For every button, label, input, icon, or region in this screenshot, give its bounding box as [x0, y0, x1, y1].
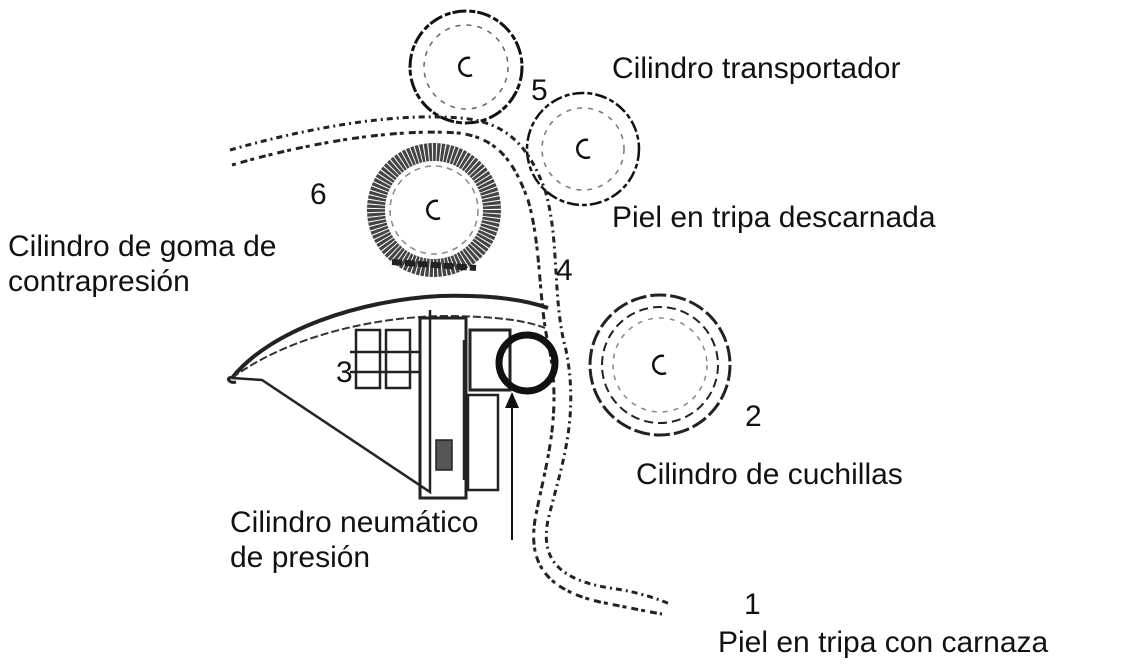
- number-5: 5: [531, 74, 548, 109]
- number-3: 3: [336, 356, 353, 391]
- number-4: 4: [556, 254, 573, 289]
- label-cilindro-neumatico: Cilindro neumático de presión: [230, 506, 478, 575]
- cilindro-goma-drawing: [376, 152, 492, 268]
- cilindro-transportador-drawing: [410, 11, 522, 123]
- flecha-neumatico: [505, 392, 519, 540]
- bastidor-drawing: [229, 296, 548, 498]
- label-cilindro-goma: Cilindro de goma de contrapresión: [8, 230, 277, 299]
- cilindro-neumatico-drawing: [499, 335, 555, 391]
- label-piel-descarnada: Piel en tripa descarnada: [612, 201, 936, 236]
- label-piel-carnaza: Piel en tripa con carnaza: [718, 626, 1048, 661]
- cilindro-cuchillas-drawing: [590, 295, 730, 435]
- label-cilindro-goma-line1: Cilindro de goma de: [8, 230, 277, 265]
- label-cilindro-cuchillas: Cilindro de cuchillas: [636, 458, 903, 493]
- number-6: 6: [310, 178, 327, 213]
- label-cilindro-goma-line2: contrapresión: [8, 265, 277, 300]
- label-cilindro-transportador: Cilindro transportador: [612, 52, 900, 87]
- label-cilindro-neumatico-line1: Cilindro neumático: [230, 506, 478, 541]
- number-1: 1: [744, 588, 761, 623]
- number-2: 2: [745, 400, 762, 435]
- cilindro-salida-drawing: [527, 93, 639, 205]
- label-cilindro-neumatico-line2: de presión: [230, 541, 478, 576]
